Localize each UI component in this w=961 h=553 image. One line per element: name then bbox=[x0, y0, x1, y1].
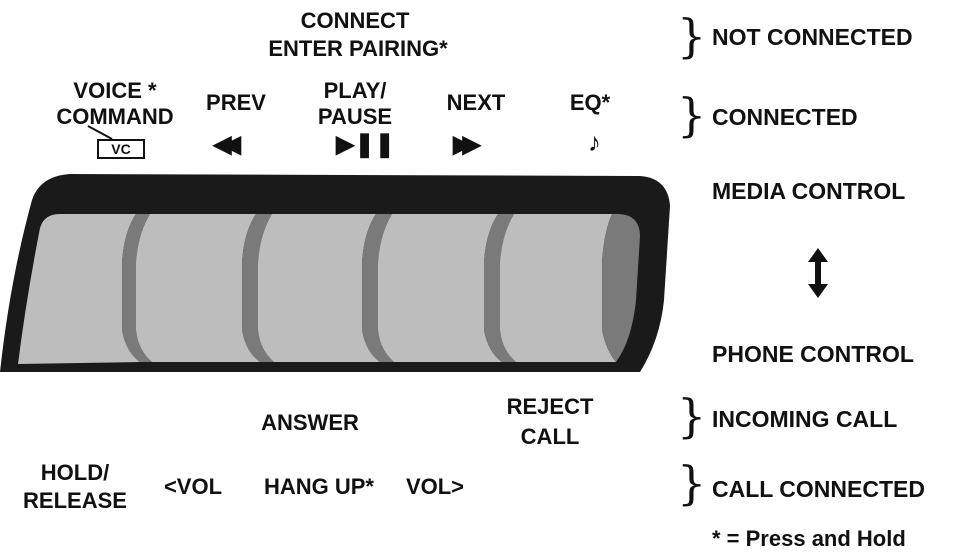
volume-up-label: VOL> bbox=[405, 474, 465, 499]
play-pause-icon: ▶❚❚ bbox=[336, 131, 395, 158]
enter-pairing-label: ENTER PAIRING* bbox=[268, 36, 448, 61]
brace-call-connected: } bbox=[677, 456, 707, 510]
next-label: NEXT bbox=[446, 90, 506, 115]
voice-command-icon: VC bbox=[97, 139, 145, 159]
button-4 bbox=[378, 214, 502, 362]
hold-release-label-line1: HOLD/ bbox=[40, 460, 110, 485]
up-down-arrow-icon bbox=[808, 248, 828, 298]
button-5 bbox=[500, 214, 616, 362]
button-5-edge bbox=[602, 213, 640, 362]
connect-label: CONNECT bbox=[300, 8, 410, 33]
brace-incoming-call: } bbox=[677, 389, 707, 443]
button-2 bbox=[136, 214, 260, 362]
button-3 bbox=[258, 214, 380, 362]
reject-call-label-line2: CALL bbox=[520, 424, 580, 449]
reject-call-label-line1: REJECT bbox=[506, 394, 594, 419]
call-connected-label: CALL CONNECTED bbox=[712, 476, 925, 502]
hang-up-label: HANG UP* bbox=[263, 474, 374, 499]
play-pause-label-line1: PLAY/ bbox=[323, 78, 387, 103]
media-control-label: MEDIA CONTROL bbox=[712, 178, 906, 204]
footnote-label: * = Press and Hold bbox=[712, 526, 906, 551]
incoming-call-label: INCOMING CALL bbox=[712, 406, 898, 432]
eq-label: EQ* bbox=[569, 90, 611, 115]
play-pause-label-line2: PAUSE bbox=[317, 104, 393, 129]
button-1-edge bbox=[122, 214, 152, 362]
volume-down-label: <VOL bbox=[163, 474, 223, 499]
brace-not-connected: } bbox=[677, 9, 707, 63]
prev-label: PREV bbox=[206, 90, 266, 115]
vc-connector-line bbox=[87, 125, 113, 140]
brace-connected: } bbox=[677, 88, 707, 142]
connected-label: CONNECTED bbox=[712, 104, 858, 130]
phone-control-label: PHONE CONTROL bbox=[712, 341, 914, 367]
voice-command-label-line1: VOICE * bbox=[73, 78, 157, 103]
not-connected-label: NOT CONNECTED bbox=[712, 24, 913, 50]
voice-command-label-line2: COMMAND bbox=[56, 104, 174, 129]
fast-forward-icon: ▶▶ bbox=[453, 131, 481, 158]
hold-release-label-line2: RELEASE bbox=[23, 488, 127, 513]
button-1 bbox=[18, 214, 140, 364]
rewind-icon: ◀◀ bbox=[213, 131, 241, 158]
answer-label: ANSWER bbox=[261, 410, 359, 435]
music-note-icon: ♪ bbox=[588, 127, 601, 157]
